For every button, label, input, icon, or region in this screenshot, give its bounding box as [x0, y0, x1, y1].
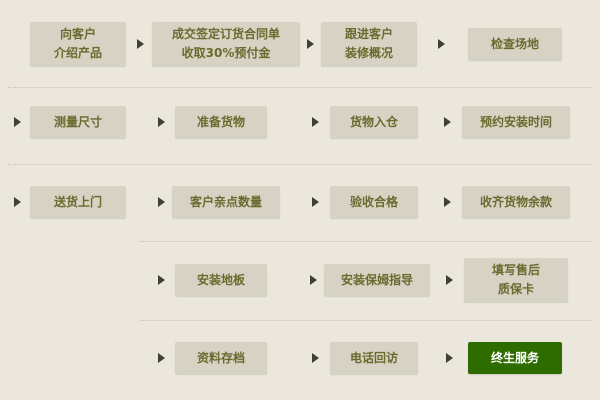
- step-introduce-product: 向客户 介绍产品: [30, 22, 126, 66]
- flow-connector-line: [8, 87, 592, 88]
- arrow-right-icon: [444, 197, 451, 207]
- step-collect-balance: 收齐货物余款: [462, 186, 570, 218]
- arrow-right-icon: [312, 197, 319, 207]
- arrow-right-icon: [14, 197, 21, 207]
- step-deliver-to-door: 送货上门: [30, 186, 126, 218]
- step-check-site: 检查场地: [468, 28, 562, 60]
- arrow-right-icon: [446, 353, 453, 363]
- step-schedule-installation: 预约安装时间: [462, 106, 570, 138]
- arrow-right-icon: [158, 197, 165, 207]
- arrow-right-icon: [158, 353, 165, 363]
- arrow-right-icon: [14, 117, 21, 127]
- arrow-right-icon: [158, 275, 165, 285]
- step-install-floor: 安装地板: [175, 264, 267, 296]
- arrow-right-icon: [312, 353, 319, 363]
- step-fill-warranty-card: 填写售后 质保卡: [464, 258, 568, 302]
- flow-connector-line: [8, 164, 592, 165]
- step-phone-follow-up: 电话回访: [330, 342, 418, 374]
- flow-connector-line: [140, 241, 592, 242]
- step-prepare-goods: 准备货物: [175, 106, 267, 138]
- flow-connector-line: [140, 320, 592, 321]
- arrow-right-icon: [137, 39, 144, 49]
- step-measure-size: 测量尺寸: [30, 106, 126, 138]
- arrow-right-icon: [446, 275, 453, 285]
- step-archive-documents: 资料存档: [175, 342, 267, 374]
- step-installation-care-guidance: 安装保姆指导: [324, 264, 430, 296]
- arrow-right-icon: [444, 117, 451, 127]
- arrow-right-icon: [438, 39, 445, 49]
- step-customer-count-quantity: 客户亲点数量: [172, 186, 280, 218]
- step-acceptance-passed: 验收合格: [330, 186, 418, 218]
- step-lifetime-service: 终生服务: [468, 342, 562, 374]
- step-follow-up-decoration: 跟进客户 装修概况: [321, 22, 417, 66]
- step-goods-into-warehouse: 货物入仓: [330, 106, 418, 138]
- step-sign-contract-deposit: 成交签定订货合同单 收取30%预付金: [152, 22, 300, 66]
- arrow-right-icon: [310, 275, 317, 285]
- arrow-right-icon: [158, 117, 165, 127]
- arrow-right-icon: [312, 117, 319, 127]
- arrow-right-icon: [307, 39, 314, 49]
